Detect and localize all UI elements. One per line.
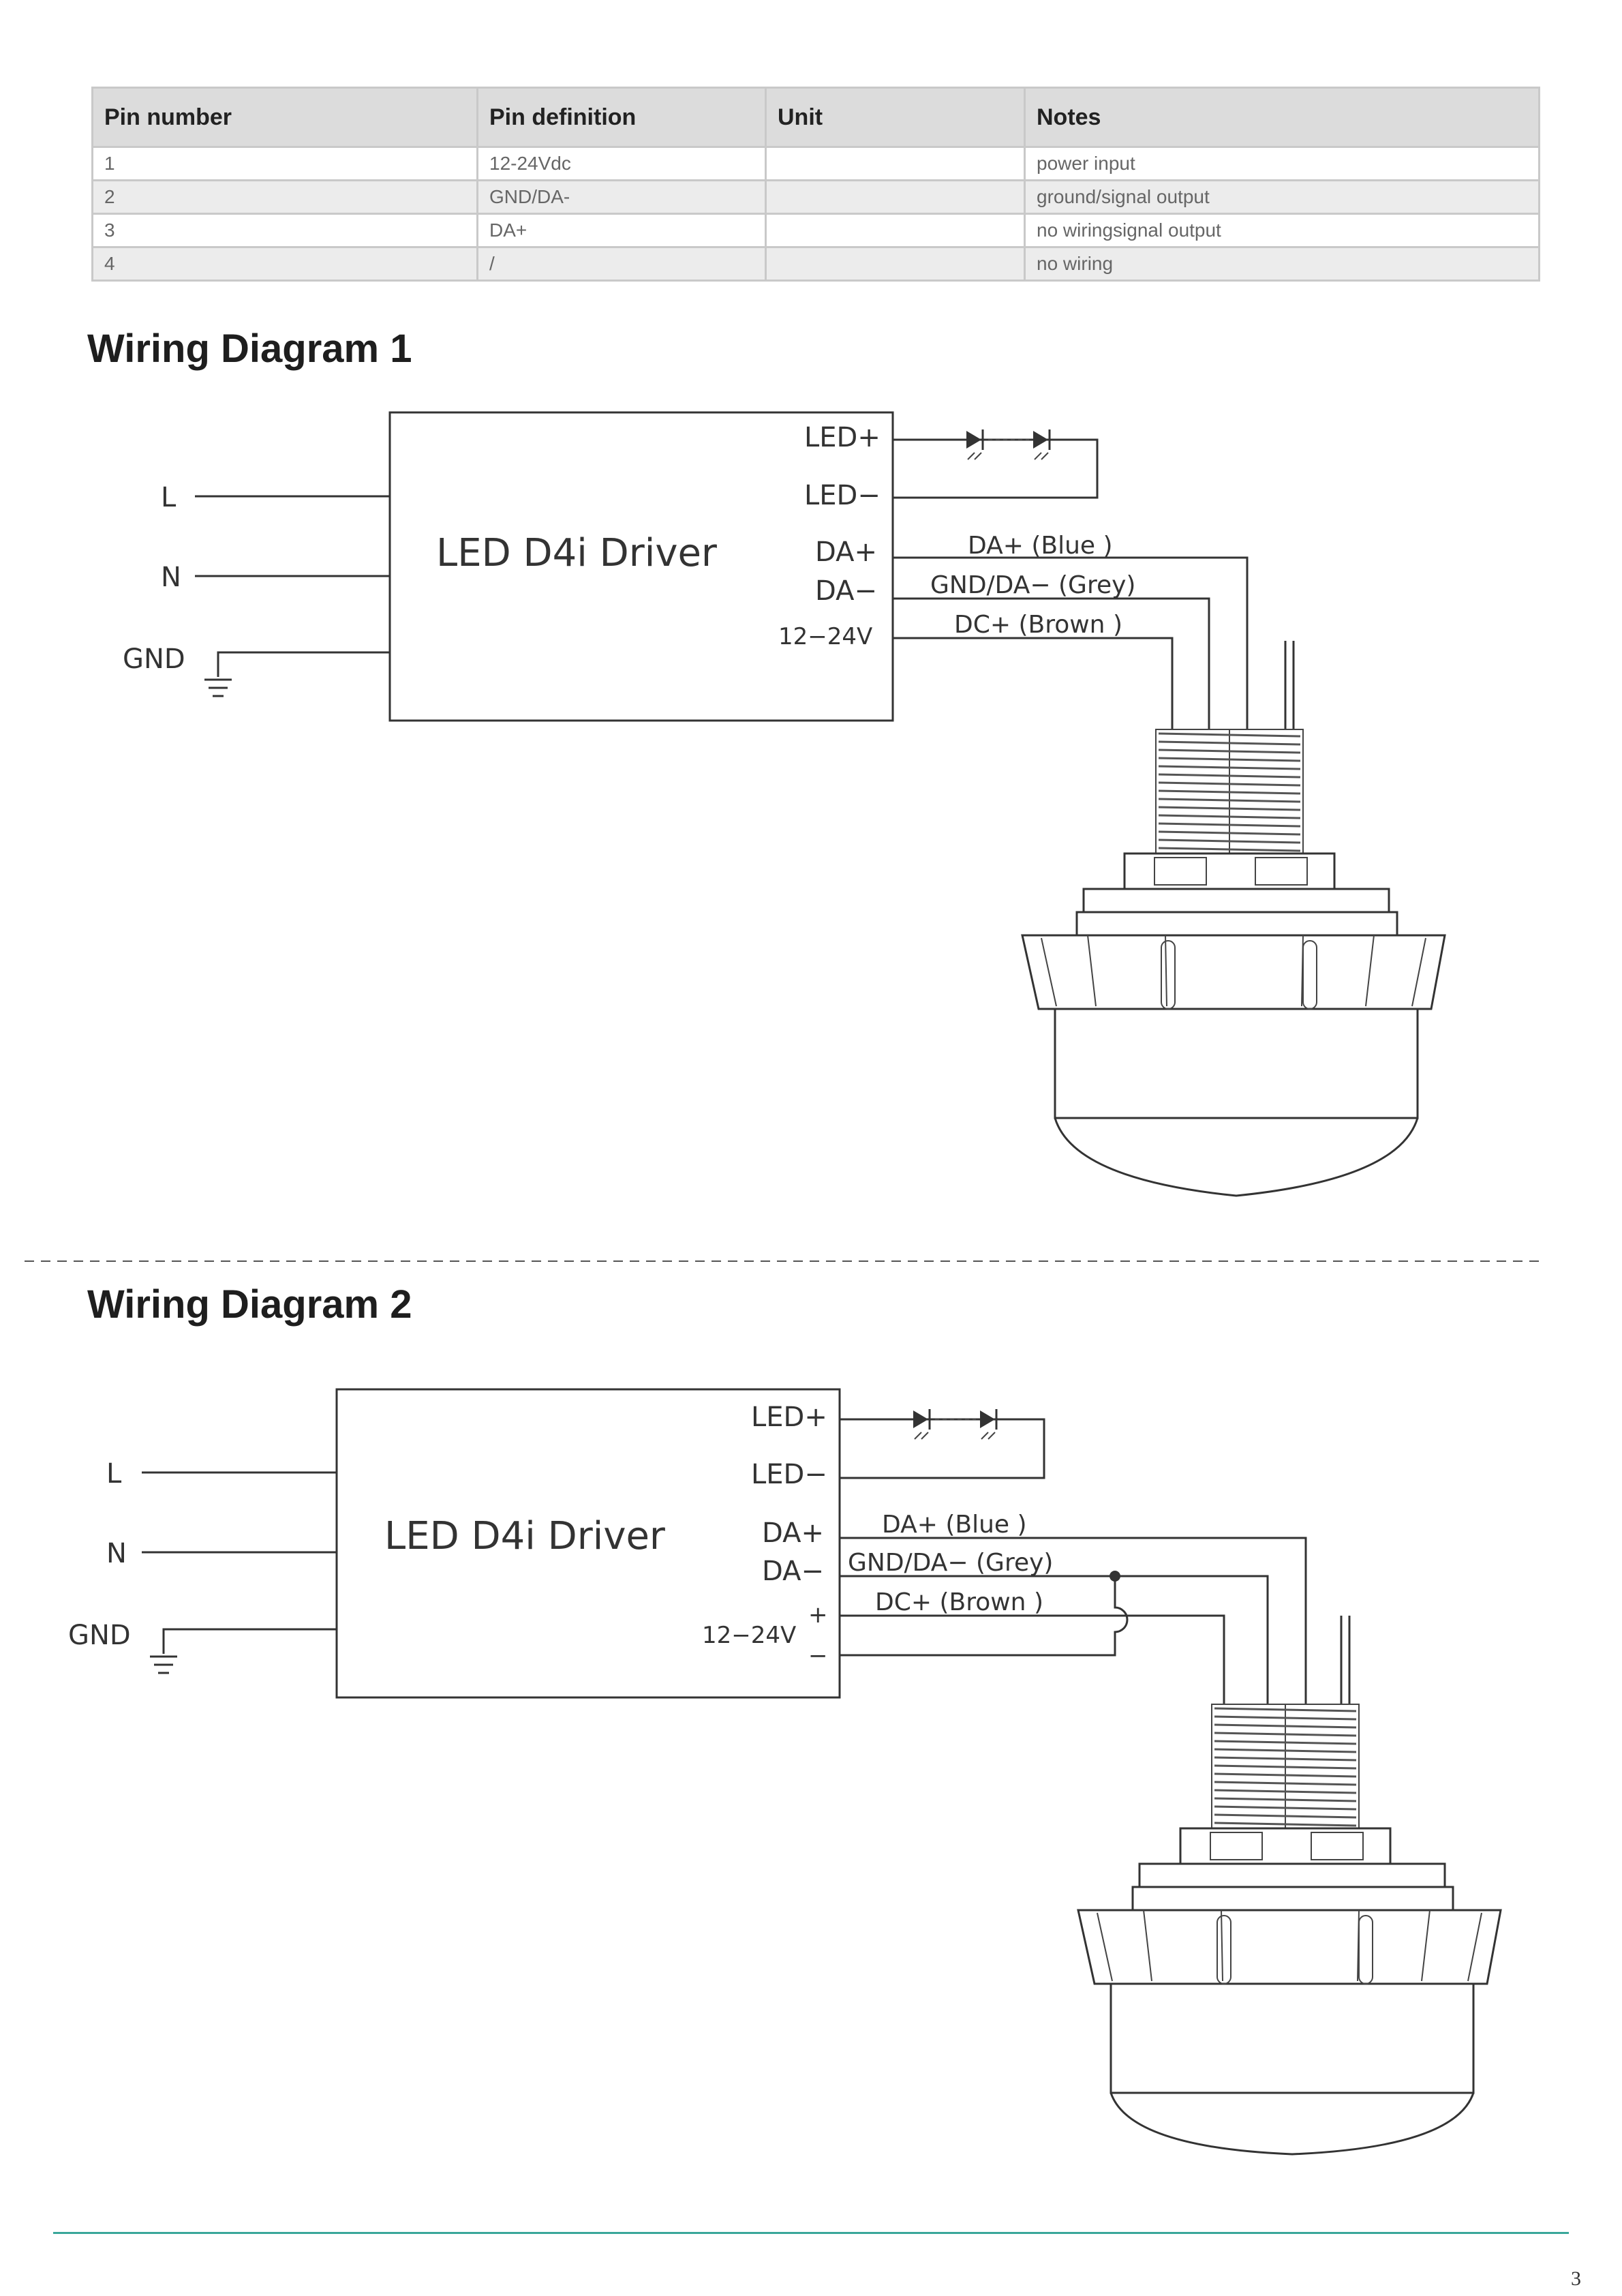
footer-rule: [53, 2232, 1569, 2234]
driver-label: LED D4i Driver: [436, 531, 718, 575]
cell-notes: no wiringsignal output: [1024, 213, 1540, 248]
pin-definition-table: Pin number Pin definition Unit Notes 1 1…: [91, 87, 1540, 282]
wire-brown: [893, 637, 1174, 729]
led-loop-wire: [893, 438, 1099, 499]
wire-blue: [840, 1537, 1307, 1704]
input-GND-label: GND: [123, 644, 185, 675]
led-loop-wire: [840, 1418, 1045, 1479]
header-notes: Notes: [1024, 87, 1540, 148]
cell-unit: [765, 179, 1026, 215]
input-L-label: L: [161, 482, 177, 513]
terminal-plus: +: [808, 1601, 828, 1629]
wire-grey: [893, 597, 1210, 729]
cell-notes: power input: [1024, 146, 1540, 181]
wire-label-da-plus-blue: DA+ (Blue ): [968, 532, 1113, 560]
input-GND-wire: [162, 1628, 337, 1654]
wire-label-dc-plus-brown: DC+ (Brown ): [875, 1588, 1043, 1616]
cell-pin-definition: GND/DA-: [476, 179, 767, 215]
header-pin-number: Pin number: [91, 87, 478, 148]
table-row: 4 / no wiring: [91, 246, 1540, 282]
terminal-led-minus: LED−: [804, 480, 881, 511]
led-diode-icon: [913, 1409, 931, 1440]
wire-blue: [893, 556, 1249, 729]
input-GND-wire: [217, 651, 390, 677]
cell-pin-definition: /: [476, 246, 767, 282]
junction-dot: [1110, 1571, 1120, 1582]
wire-grey: [840, 1575, 1269, 1704]
input-GND-label: GND: [68, 1620, 131, 1651]
table-row: 3 DA+ no wiringsignal output: [91, 213, 1540, 248]
cell-notes: no wiring: [1024, 246, 1540, 282]
cell-pin-number: 4: [91, 246, 478, 282]
terminal-led-plus: LED+: [804, 422, 881, 453]
terminal-12-24v: 12−24V: [702, 1622, 796, 1649]
cell-pin-number: 2: [91, 179, 478, 215]
wire-label-gnd-da-minus-grey: GND/DA− (Grey): [848, 1549, 1053, 1577]
driver-label: LED D4i Driver: [384, 1514, 666, 1558]
driver-box: [388, 411, 894, 722]
wire-label-da-plus-blue: DA+ (Blue ): [882, 1511, 1027, 1539]
wire-brown: [840, 1614, 1225, 1704]
sensor-device-illustration: [1077, 1704, 1502, 2156]
wire-label-dc-plus-brown: DC+ (Brown ): [954, 611, 1122, 639]
cell-unit: [765, 213, 1026, 248]
wiring-diagram-1: LED D4i Driver L N GND LED+ LED− DA+ DA−…: [123, 411, 1446, 1197]
cell-pin-definition: 12-24Vdc: [476, 146, 767, 181]
table-row: 2 GND/DA- ground/signal output: [91, 179, 1540, 215]
terminal-led-minus: LED−: [751, 1459, 827, 1490]
terminal-minus: −: [808, 1642, 828, 1670]
terminal-12-24v: 12−24V: [778, 623, 872, 650]
ground-symbol-icon: [150, 1655, 177, 1674]
led-diode-icon: [1033, 429, 1051, 460]
wire-minus-jumper: [840, 1576, 1129, 1657]
led-diode-icon: [966, 429, 984, 460]
cell-unit: [765, 146, 1026, 181]
led-diode-icon: [980, 1409, 998, 1440]
ground-symbol-icon: [204, 678, 232, 697]
terminal-led-plus: LED+: [751, 1402, 827, 1433]
input-L-label: L: [106, 1458, 122, 1490]
table-row: 1 12-24Vdc power input: [91, 146, 1540, 181]
cell-pin-number: 3: [91, 213, 478, 248]
wire-label-gnd-da-minus-grey: GND/DA− (Grey): [930, 571, 1135, 599]
terminal-da-minus: DA−: [762, 1556, 824, 1587]
page-number: 3: [1571, 2267, 1581, 2290]
input-N-label: N: [106, 1538, 127, 1569]
cell-pin-number: 1: [91, 146, 478, 181]
header-unit: Unit: [765, 87, 1026, 148]
wiring-diagram-2: LED D4i Driver L N GND LED+ LED− DA+ DA−…: [68, 1388, 1502, 2156]
wiring-diagram-2-heading: Wiring Diagram 2: [87, 1282, 412, 1327]
wiring-diagram-1-heading: Wiring Diagram 1: [87, 327, 412, 371]
section-divider: [25, 1260, 1542, 1262]
terminal-da-plus: DA+: [762, 1517, 824, 1549]
cell-pin-definition: DA+: [476, 213, 767, 248]
input-N-label: N: [161, 562, 181, 593]
terminal-da-minus: DA−: [815, 575, 877, 607]
terminal-da-plus: DA+: [815, 537, 877, 568]
header-pin-definition: Pin definition: [476, 87, 767, 148]
driver-box: [335, 1388, 841, 1699]
cell-notes: ground/signal output: [1024, 179, 1540, 215]
sensor-device-illustration: [1021, 729, 1446, 1197]
cell-unit: [765, 246, 1026, 282]
table-header-row: Pin number Pin definition Unit Notes: [91, 87, 1540, 148]
